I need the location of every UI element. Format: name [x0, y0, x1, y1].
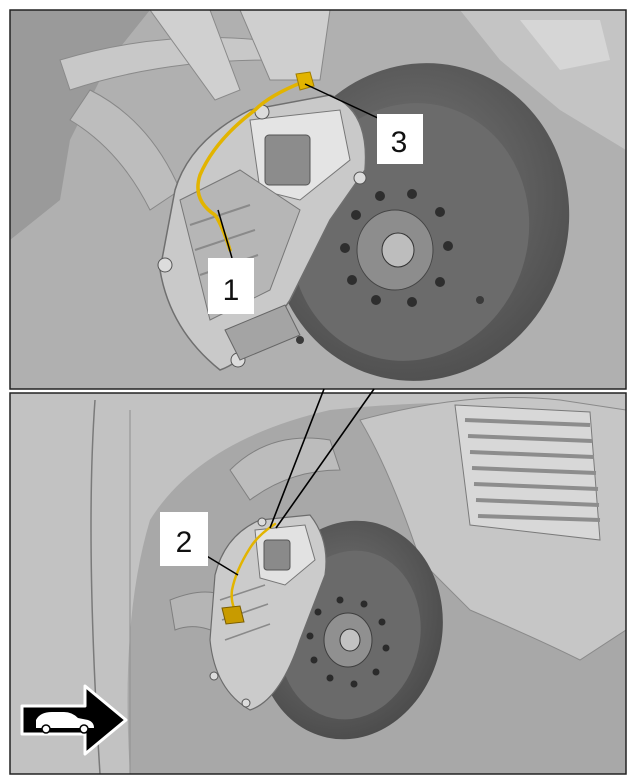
svg-text:3: 3	[391, 126, 408, 159]
svg-text:2: 2	[176, 526, 193, 559]
sensor-connector	[221, 605, 245, 625]
brake-caliper-bottom	[209, 514, 327, 711]
zoom-connector-right	[275, 388, 375, 529]
wear-sensor-wire-top	[196, 80, 305, 252]
zoom-connector-left	[269, 388, 325, 529]
arch-liner-vent	[454, 404, 601, 541]
callout-2: 2	[160, 512, 208, 566]
top-detail-panel: 3 1	[10, 10, 626, 389]
vehicle-forward-arrow-icon	[20, 684, 128, 756]
bottom-overview-panel: 2	[10, 393, 626, 774]
callout-3: 3	[377, 114, 423, 164]
callout-1: 1	[208, 258, 254, 314]
wear-sensor-wire-bottom	[230, 522, 277, 620]
svg-text:1: 1	[223, 274, 240, 307]
